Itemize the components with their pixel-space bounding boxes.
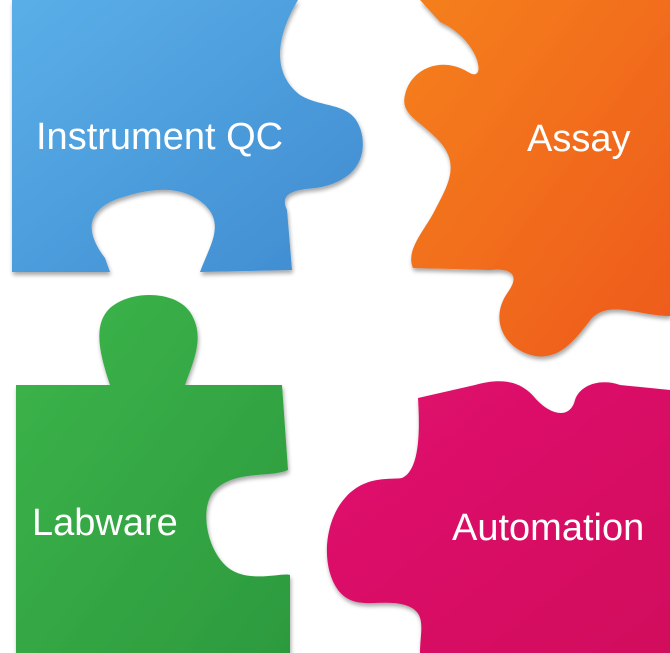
puzzle-label-labware: Labware [32,502,178,544]
puzzle-piece-instrument-qc-shape [12,0,363,272]
puzzle-piece-automation: Automation [326,381,670,653]
puzzle-label-assay: Assay [527,118,630,160]
puzzle-piece-instrument-qc: Instrument QC [12,0,363,272]
puzzle-piece-assay-shape [404,0,670,357]
puzzle-piece-labware: Labware [16,294,290,653]
puzzle-piece-assay: Assay [404,0,670,357]
puzzle-label-instrument-qc: Instrument QC [36,116,283,158]
puzzle-piece-labware-shape [16,294,290,653]
puzzle-label-automation: Automation [452,507,644,549]
puzzle-piece-automation-shape [326,381,670,653]
